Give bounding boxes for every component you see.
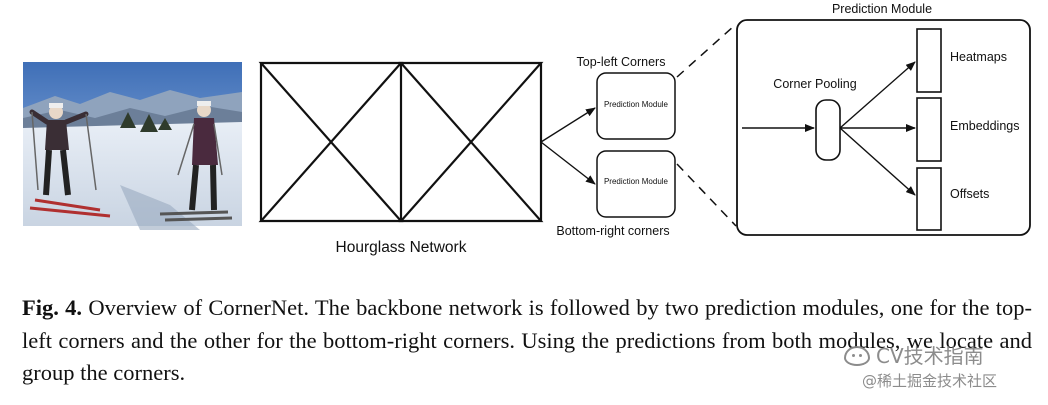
bottom-right-module-text: Prediction Module — [604, 177, 669, 186]
figure-caption: Fig. 4. Overview of CornerNet. The backb… — [22, 292, 1032, 390]
top-left-module-text: Prediction Module — [604, 100, 669, 109]
bottom-right-corners-label: Bottom-right corners — [556, 224, 669, 238]
hourglass-label: Hourglass Network — [336, 239, 467, 256]
arrow-to-top-left — [540, 107, 596, 143]
watermark-brand: CV技术指南 — [876, 344, 984, 368]
arrow-to-bottom-right — [540, 141, 596, 185]
hourglass-network — [258, 61, 544, 223]
corner-pooling-block — [815, 99, 841, 161]
detail-prediction-module — [736, 19, 1031, 236]
watermark-line2: @稀土掘金技术社区 — [862, 372, 998, 390]
zoom-line-top — [676, 25, 735, 78]
zoom-line-bottom — [676, 163, 737, 227]
input-photo — [23, 62, 242, 230]
skier-left — [29, 103, 111, 218]
hourglass-block-2 — [398, 61, 544, 223]
detail-module-title: Prediction Module — [832, 2, 932, 16]
bottom-right-prediction-module — [596, 150, 676, 218]
embeddings-label: Embeddings — [950, 119, 1020, 133]
arrow-to-heatmaps — [839, 61, 916, 129]
heatmaps-label: Heatmaps — [950, 50, 1007, 64]
embeddings-block — [916, 97, 942, 162]
top-left-corners-label: Top-left Corners — [577, 55, 666, 69]
cornernet-diagram: Hourglass Network Top-left Corners Predi… — [23, 2, 1031, 256]
arrow-to-offsets — [839, 127, 916, 196]
figure-number: Fig. 4. — [22, 295, 83, 320]
watermark: CV技术指南 @稀土掘金技术社区 — [844, 344, 1034, 391]
top-left-prediction-module — [596, 72, 676, 140]
offsets-label: Offsets — [950, 187, 989, 201]
wechat-icon — [844, 346, 870, 366]
caption-text: Overview of CornerNet. The backbone netw… — [22, 295, 1033, 385]
heatmaps-block — [916, 28, 942, 93]
hourglass-block-1 — [258, 61, 404, 223]
offsets-block — [916, 167, 942, 231]
corner-pooling-label: Corner Pooling — [773, 77, 856, 91]
skier-right — [159, 101, 233, 222]
watermark-line1: CV技术指南 — [844, 344, 1034, 368]
